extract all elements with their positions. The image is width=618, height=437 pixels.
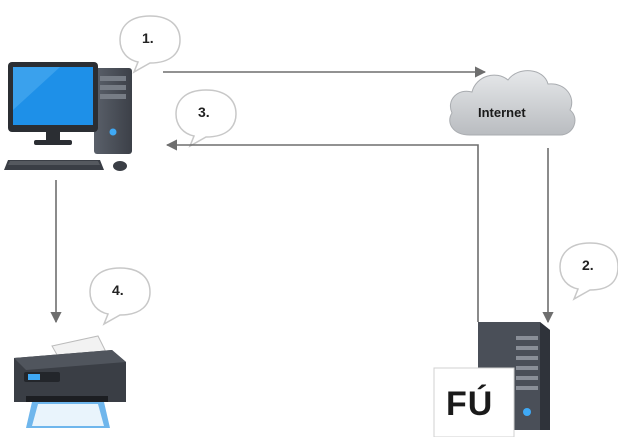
arrow-server-to-computer [165,139,479,322]
server-label: FÚ [446,385,494,423]
desktop-computer-icon [4,62,132,171]
cloud-icon [449,70,576,136]
step-label-3: 3. [198,104,210,120]
speech-bubble-4 [89,267,151,326]
speech-bubble-3 [175,89,237,148]
step-label-1: 1. [142,30,154,46]
server-tower-icon [433,322,550,437]
speech-bubble-2 [559,242,618,301]
step-label-2: 2. [582,257,594,273]
speech-bubble-1 [119,15,181,74]
printer-icon [14,335,126,428]
internet-label: Internet [478,105,526,120]
step-label-4: 4. [112,282,124,298]
